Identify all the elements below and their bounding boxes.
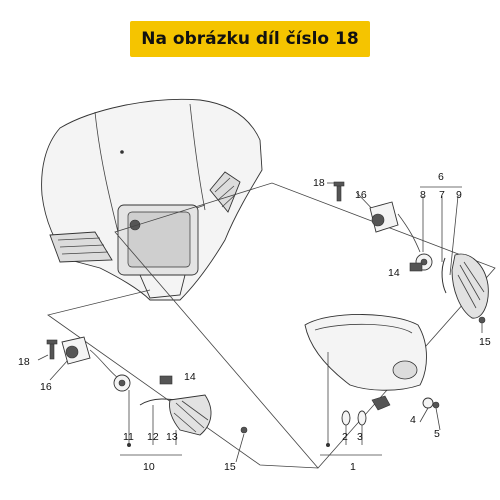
left-indicator-assembly (37, 336, 248, 463)
label-7: 7 (439, 189, 445, 201)
label-1: 1 (350, 461, 356, 473)
label-18-top: 18 (313, 177, 325, 189)
label-15-top: 15 (479, 336, 491, 348)
exploded-plane (47, 182, 496, 469)
label-13: 13 (166, 431, 178, 443)
label-9: 9 (456, 189, 462, 201)
label-6: 6 (438, 171, 444, 183)
label-4: 4 (410, 414, 416, 426)
label-15-left: 15 (224, 461, 236, 473)
label-8: 8 (420, 189, 426, 201)
label-10: 10 (143, 461, 155, 473)
label-12: 12 (147, 431, 159, 443)
label-5: 5 (434, 428, 440, 440)
label-14-left: 14 (184, 371, 196, 383)
title-text: Na obrázku díl číslo 18 (141, 29, 359, 49)
label-16-top: 16 (355, 189, 367, 201)
label-16-left: 16 (40, 381, 52, 393)
label-11: 11 (123, 431, 134, 443)
headlight-assembly (304, 314, 441, 456)
label-2: 2 (342, 431, 348, 443)
label-3: 3 (357, 431, 363, 443)
label-18-left: 18 (18, 356, 30, 368)
scooter-front-body (41, 98, 263, 301)
title-banner: Na obrázku díl číslo 18 (130, 21, 370, 57)
label-14-top: 14 (388, 267, 400, 279)
right-indicator-assembly (327, 181, 489, 333)
